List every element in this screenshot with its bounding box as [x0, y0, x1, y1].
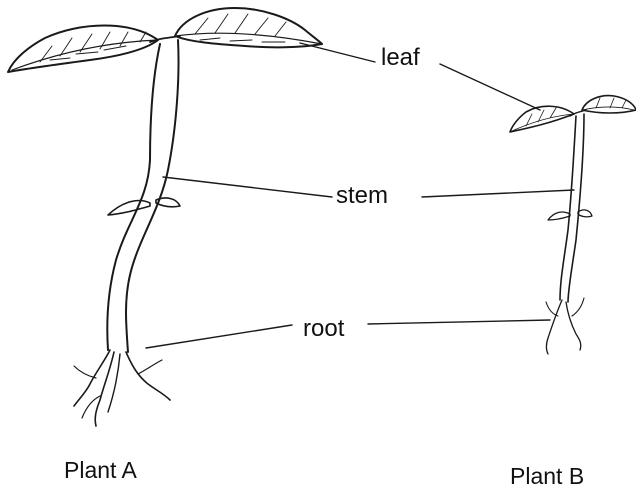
stem-label: stem: [336, 182, 388, 209]
plant-a-right-leaf: [175, 8, 322, 47]
plant-b-roots: [546, 298, 584, 354]
plant-a: [8, 8, 322, 426]
plant-b-right-leaf: [582, 96, 636, 113]
leaf-label: leaf: [381, 44, 420, 71]
plant-b: [510, 96, 636, 354]
plant-a-left-leaf: [8, 26, 158, 73]
plant-a-caption: Plant A: [64, 457, 138, 483]
plant-a-roots: [74, 350, 170, 426]
root-label: root: [303, 315, 345, 342]
plant-b-caption: Plant B: [510, 463, 584, 489]
